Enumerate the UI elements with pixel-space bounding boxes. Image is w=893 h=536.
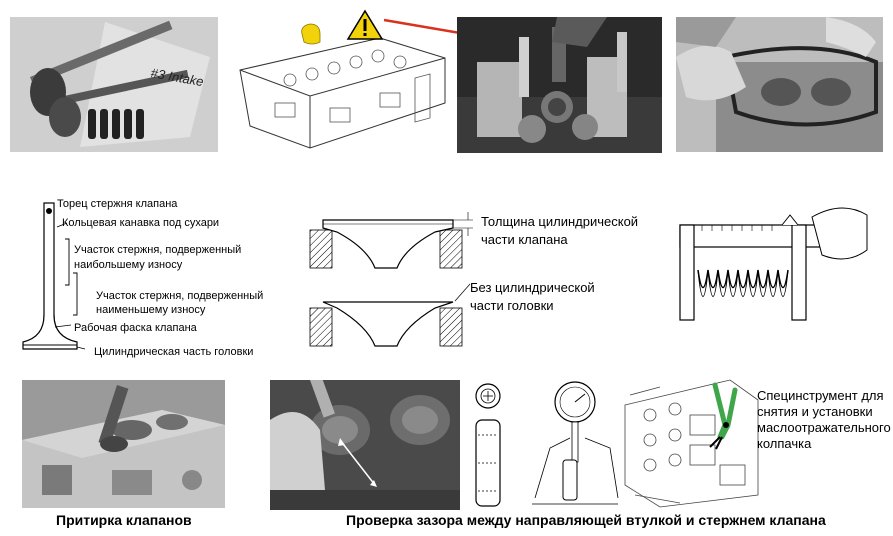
valves-in-bag-photo: #3 Intake <box>10 17 218 152</box>
cylinder-head-illustration <box>230 8 455 158</box>
valve-label-face: Рабочая фаска клапана <box>74 322 197 334</box>
valve-label-min-wear-1: Участок стержня, подверженный <box>96 290 264 302</box>
tool-note-line-4: колпачка <box>757 436 812 451</box>
no-margin-label-1: Без цилиндрической <box>470 280 595 295</box>
valve-springs-photo <box>457 17 662 153</box>
no-margin-label-2: части головки <box>470 298 554 313</box>
valve-label-margin: Цилиндрическая часть головки <box>94 346 254 358</box>
valve-head-sections-diagram <box>309 212 473 347</box>
seal-tool-illustration <box>620 375 760 510</box>
margin-thickness-label-2: части клапана <box>481 232 568 247</box>
valve-clearance-photo <box>270 380 460 510</box>
tool-note-line-1: Специнструмент для <box>757 388 884 403</box>
valve-label-max-wear-2: наибольшему износу <box>74 259 183 271</box>
valve-label-stem-end: Торец стержня клапана <box>57 198 178 210</box>
valve-lapping-photo <box>22 380 225 508</box>
valve-label-keeper-groove: Кольцевая канавка под сухари <box>62 217 220 229</box>
tool-note-line-2: снятия и установки <box>757 404 873 419</box>
tool-note-line-3: маслоотражательного <box>757 420 891 435</box>
valve-label-max-wear-1: Участок стержня, подверженный <box>74 244 242 256</box>
head-gasket-photo <box>676 17 883 152</box>
lapping-caption: Притирка клапанов <box>56 512 192 528</box>
clearance-caption: Проверка зазора между направляющей втулк… <box>346 512 826 528</box>
valve-guide-bushing-diagram <box>475 383 501 507</box>
valve-side-view-diagram <box>22 202 86 350</box>
dial-indicator-diagram <box>532 381 619 505</box>
caliper-spring-diagram <box>679 207 868 321</box>
margin-thickness-label-1: Толщина цилиндрической <box>481 214 639 229</box>
valve-label-min-wear-2: наименьшему износу <box>96 304 206 316</box>
